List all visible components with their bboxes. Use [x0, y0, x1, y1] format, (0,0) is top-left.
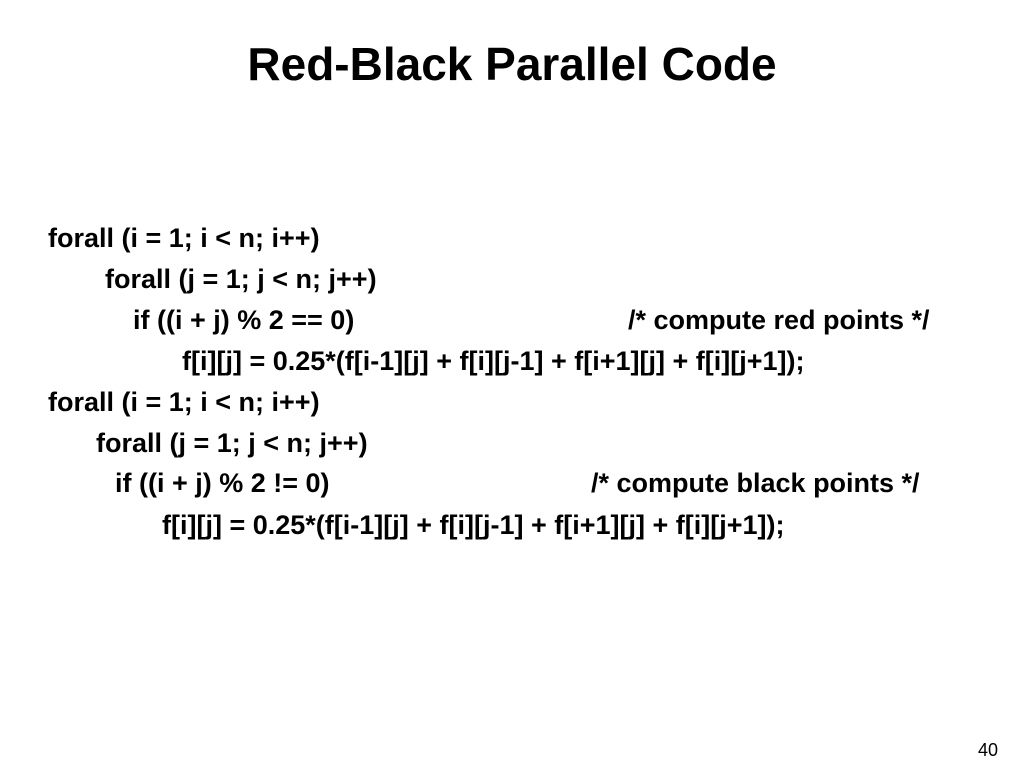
red-update: f[i][j] = 0.25*(f[i-1][j] + f[i][j-1] + …	[182, 346, 805, 376]
red-comment: /* compute red points */	[628, 305, 930, 335]
black-comment: /* compute black points */	[591, 468, 920, 498]
slide-title: Red-Black Parallel Code	[247, 38, 777, 90]
black-outer-loop: forall (i = 1; i < n; i++)	[48, 387, 320, 417]
red-inner-loop: forall (j = 1; j < n; j++)	[105, 264, 377, 294]
red-condition: if ((i + j) % 2 == 0)	[133, 305, 355, 335]
black-condition: if ((i + j) % 2 != 0)	[115, 468, 330, 498]
black-update: f[i][j] = 0.25*(f[i-1][j] + f[i][j-1] + …	[162, 510, 785, 540]
red-outer-loop: forall (i = 1; i < n; i++)	[48, 223, 320, 253]
page-number: 40	[977, 740, 998, 760]
black-inner-loop: forall (j = 1; j < n; j++)	[96, 428, 368, 458]
